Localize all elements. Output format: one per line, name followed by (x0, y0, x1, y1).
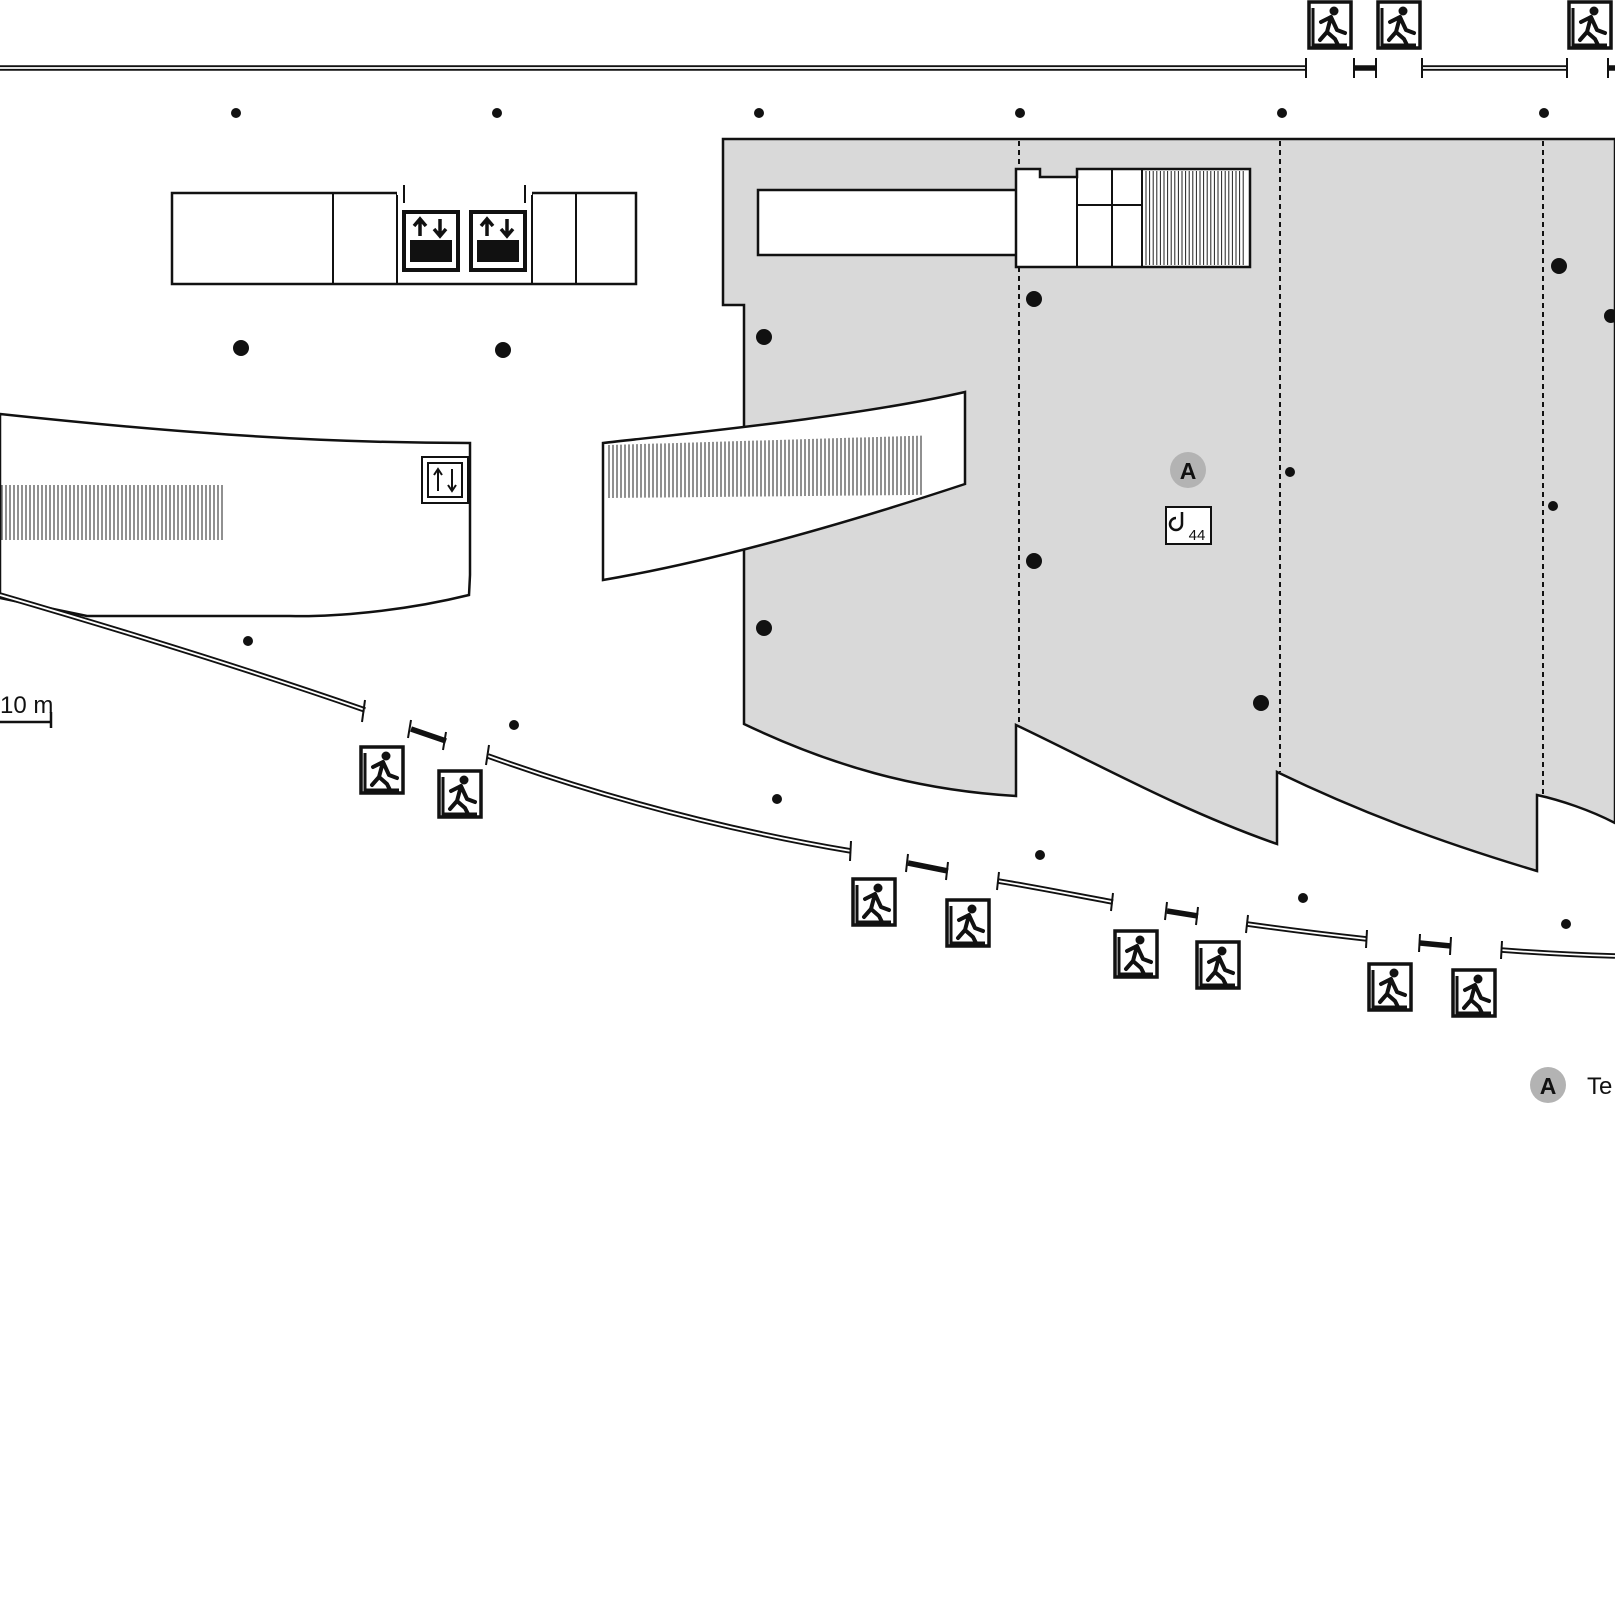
zone-a-area (721, 137, 1615, 873)
west-stair-block (0, 412, 472, 618)
structural-columns (231, 108, 1615, 929)
north-facade-wall (0, 58, 1615, 78)
central-stair-block (601, 390, 967, 582)
zone-a-marker: A (1170, 452, 1206, 488)
emergency-exit-running-man-icon (1451, 968, 1497, 1018)
freight-lift-icon (469, 210, 527, 272)
emergency-exit-running-man-icon (437, 769, 483, 819)
legend-text: Te (1587, 1073, 1612, 1100)
emergency-exit-running-man-icon (851, 877, 897, 927)
emergency-exit-running-man-icon (1195, 940, 1241, 990)
zone-a-letter: A (1180, 458, 1197, 484)
scale-bar: 10 m (0, 692, 53, 728)
emergency-exit-running-man-icon (1567, 0, 1613, 50)
lift-up-down-arrows-icon (427, 462, 463, 498)
emergency-exit-running-man-icon (1307, 0, 1353, 50)
south-facade-wall (0, 592, 1615, 960)
crane-hook-sign: 44 (1165, 506, 1212, 545)
staircase-core (756, 167, 1252, 269)
emergency-exit-running-man-icon (945, 898, 991, 948)
crane-hook-icon (1168, 512, 1184, 532)
hook-capacity: 44 (1189, 527, 1206, 544)
lift-lobby-block (170, 185, 638, 286)
legend: A Te (1530, 1067, 1612, 1103)
emergency-exit-running-man-icon (1113, 929, 1159, 979)
emergency-exit-running-man-icon (1376, 0, 1422, 50)
emergency-exit-running-man-icon (359, 745, 405, 795)
legend-letter: A (1540, 1073, 1557, 1099)
scale-bar-label: 10 m (0, 692, 53, 719)
freight-lift-icon (402, 210, 460, 272)
emergency-exit-running-man-icon (1367, 962, 1413, 1012)
